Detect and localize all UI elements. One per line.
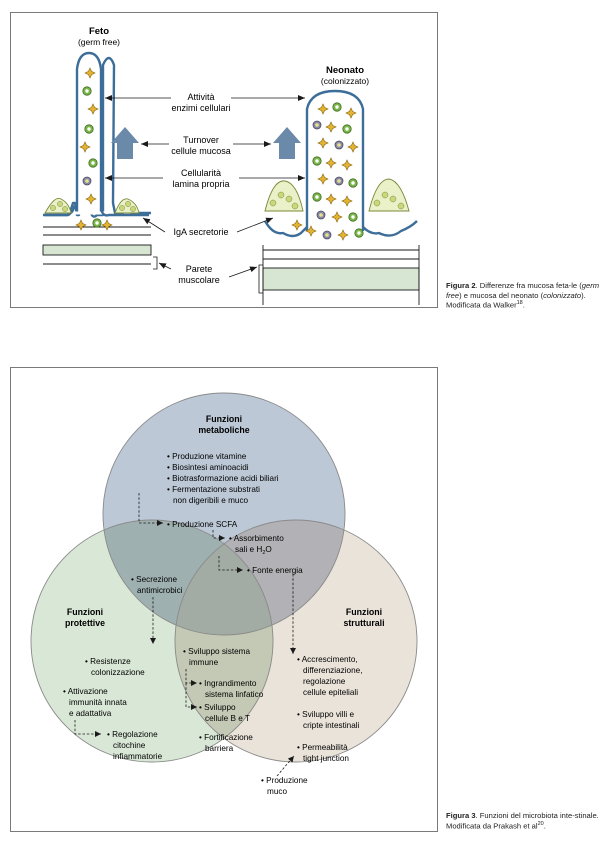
center-bt-line2: cellule B e T bbox=[205, 714, 250, 723]
protective-title-line1: Funzioni bbox=[67, 607, 103, 617]
fetus-crypt-right bbox=[114, 198, 140, 214]
newborn-turnover-arrow bbox=[273, 127, 301, 159]
metabolic-title-line1: Funzioni bbox=[206, 414, 242, 424]
protective-title-line2: protettive bbox=[65, 618, 105, 628]
figure-2-panel: Feto (germ free) Neonato (colonizzato) bbox=[10, 12, 438, 308]
metabolic-energy: • Fonte energia bbox=[247, 566, 303, 575]
center-barrier-line2: barriera bbox=[205, 744, 234, 753]
protective-regulation-line2: citochine bbox=[113, 741, 146, 750]
fetus-crypt-left bbox=[44, 197, 72, 214]
structural-growth-line2: differenziazione, bbox=[303, 666, 362, 675]
newborn-intestinal-wall bbox=[262, 245, 420, 305]
label-enzyme-line1: Attività bbox=[187, 92, 214, 102]
figure-2-caption-italic-a: germ free bbox=[446, 281, 600, 300]
protective-activation-line1: • Attivazione bbox=[63, 687, 108, 696]
label-turnover-line2: cellule mucosa bbox=[171, 146, 231, 156]
center-lymph-line2: sistema linfatico bbox=[205, 690, 264, 699]
figure-2-caption-ref: 18 bbox=[516, 300, 523, 307]
label-muscle-line2: muscolare bbox=[178, 275, 220, 285]
fetus-subtitle: (germ free) bbox=[78, 37, 120, 47]
metabolic-absorption-line1: • Assorbimento bbox=[229, 534, 284, 543]
structural-growth-line3: regolazione bbox=[303, 677, 346, 686]
fetus-turnover-arrow bbox=[111, 127, 139, 159]
figure-3-caption-label: Figura 3 bbox=[446, 811, 476, 820]
newborn-subtitle: (colonizzato) bbox=[321, 76, 369, 86]
mucosa-comparison-diagram: Feto (germ free) Neonato (colonizzato) bbox=[42, 26, 420, 305]
metabolic-item-3: • Biotrasformazione acidi biliari bbox=[167, 474, 279, 483]
structural-title-line1: Funzioni bbox=[346, 607, 382, 617]
structural-mucus-line1: • Produzione bbox=[261, 776, 308, 785]
fetus-muscle-layer bbox=[42, 244, 152, 256]
center-immune-line2: immune bbox=[189, 658, 219, 667]
structural-villi-line1: • Sviluppo villi e bbox=[297, 710, 354, 719]
structural-mucus-line2: muco bbox=[267, 787, 287, 796]
label-cellularity-line1: Cellularità bbox=[181, 168, 221, 178]
center-immune-line1: • Sviluppo sistema bbox=[183, 647, 250, 656]
structural-permeability-line2: tight junction bbox=[303, 754, 349, 763]
metabolic-absorption-line2: sali e H2O bbox=[235, 545, 272, 556]
structural-villi-line2: cripte intestinali bbox=[303, 721, 360, 730]
protective-activation-line3: e adattativa bbox=[69, 709, 112, 718]
structural-title-line2: strutturali bbox=[343, 618, 384, 628]
label-iga: IgA secretorie bbox=[173, 227, 228, 237]
newborn-title: Neonato bbox=[326, 65, 364, 76]
figure-2-caption-italic-b: colonizzato bbox=[543, 290, 582, 300]
center-bt-line1: • Sviluppo bbox=[199, 703, 236, 712]
figure-3-caption: Figura 3. Funzioni del microbiota inte-s… bbox=[446, 811, 606, 831]
metabolic-item-2: • Biosintesi aminoacidi bbox=[167, 463, 249, 472]
protective-secretion-line2: antimicrobici bbox=[137, 586, 183, 595]
metabolic-item-1: • Produzione vitamine bbox=[167, 452, 247, 461]
microbiota-venn-diagram: Funzioni metaboliche • Produzione vitami… bbox=[30, 392, 418, 796]
figure-2-caption: Figura 2. Differenze fra mucosa feta-le … bbox=[446, 281, 606, 311]
metabolic-title-line2: metaboliche bbox=[198, 425, 249, 435]
center-lymph-line1: • Ingrandimento bbox=[199, 679, 257, 688]
figure-3-caption-ref: 20 bbox=[537, 820, 544, 827]
structural-growth-line1: • Accrescimento, bbox=[297, 655, 358, 664]
label-cellularity-line2: lamina propria bbox=[172, 179, 229, 189]
protective-regulation-line1: • Regolazione bbox=[107, 730, 158, 739]
figure-3-panel: Funzioni metaboliche • Produzione vitami… bbox=[10, 367, 438, 832]
protective-regulation-line3: infiammatorie bbox=[113, 752, 163, 761]
label-muscle-line1: Parete bbox=[186, 264, 213, 274]
figure-2-caption-text-c: ). Modificata da Walker bbox=[446, 290, 586, 310]
newborn-crypt-left bbox=[264, 180, 304, 212]
fetus-intestinal-wall bbox=[42, 218, 152, 304]
figure-2-caption-text-a: . Differenze fra mucosa feta-le ( bbox=[475, 281, 582, 290]
metabolic-item-4: • Fermentazione substrati bbox=[167, 485, 260, 494]
protective-secretion-line1: • Secrezione bbox=[131, 575, 178, 584]
figure-2-caption-text-b: ) e mucosa del neonato ( bbox=[459, 290, 544, 300]
center-overlap bbox=[175, 520, 273, 635]
protective-activation-line2: immunità innata bbox=[69, 698, 127, 707]
protective-resistance-line2: colonizzazione bbox=[91, 668, 145, 677]
center-barrier-line1: • Fortificazione bbox=[199, 733, 253, 742]
protective-resistance-line1: • Resistenze bbox=[85, 657, 131, 666]
metabolic-item-5: non digeribili e muco bbox=[173, 496, 249, 505]
label-enzyme-line2: enzimi cellulari bbox=[171, 103, 230, 113]
figure-2-caption-label: Figura 2 bbox=[446, 281, 476, 290]
metabolic-scfa: • Produzione SCFA bbox=[167, 520, 238, 529]
label-turnover-line1: Turnover bbox=[183, 135, 219, 145]
newborn-crypt-right bbox=[368, 178, 410, 212]
figure-3-caption-end: . bbox=[543, 821, 546, 831]
newborn-muscle-layer bbox=[262, 267, 420, 291]
fetus-title: Feto bbox=[89, 26, 109, 37]
figure-2-caption-end: . bbox=[522, 300, 525, 310]
structural-permeability-line1: • Permeabilità bbox=[297, 743, 348, 752]
figure-3-caption-text: . Funzioni del microbiota inte-stinale. … bbox=[446, 811, 599, 831]
structural-growth-line4: cellule epiteliali bbox=[303, 688, 358, 697]
